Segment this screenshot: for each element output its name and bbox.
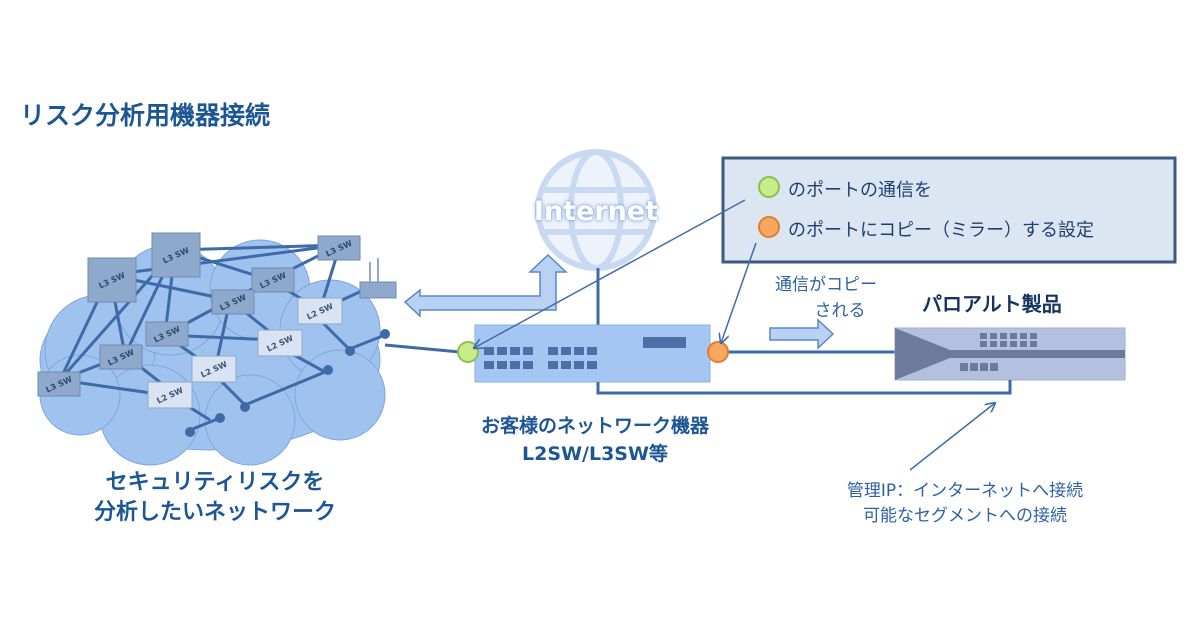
orange-port-legend-icon — [758, 216, 780, 238]
legend-orange-text: のポートにコピー（ミラー）する設定 — [788, 220, 1094, 241]
l3-switch-label-text: L3 SW — [258, 269, 288, 291]
access-point — [359, 258, 397, 299]
customer-device-sublabel: L2SW/L3SW等 — [522, 443, 668, 465]
management-pointer-arrow — [909, 403, 995, 471]
l2-switch-label: L2 SW — [148, 382, 192, 408]
l2-switch-label-text: L2 SW — [265, 332, 295, 354]
l3-switch-label: L3 SW — [88, 258, 136, 302]
l3-switches — [37, 232, 361, 397]
green-port-icon — [457, 341, 479, 363]
management-link — [596, 380, 1012, 395]
l3-switch-label-text: L3 SW — [97, 269, 127, 291]
page-title: リスク分析用機器接続 — [20, 101, 271, 130]
customer-device-label: お客様のネットワーク機器 — [480, 415, 710, 437]
legend-box — [721, 156, 1177, 264]
mgmt-label-line1: 管理IP：インターネットへ接続 — [846, 481, 1084, 501]
l3-switch-label-text: L3 SW — [106, 346, 136, 368]
orange-pointer-arrow — [721, 242, 757, 343]
copy-label-line1: 通信がコピー — [775, 275, 877, 295]
internet-access-arrow — [403, 253, 568, 318]
l2-switch-label-text: L2 SW — [155, 384, 185, 406]
l3-switch-label: L3 SW — [318, 236, 360, 260]
legend-green-text: のポートの通信を — [788, 180, 932, 201]
copy-arrow — [769, 318, 835, 350]
l2-switches — [147, 297, 343, 409]
internet-label: Internet — [533, 196, 659, 227]
lan-link — [384, 343, 461, 354]
mgmt-label-line2: 可能なセグメントへの接続 — [863, 506, 1067, 526]
paloalto-label: パロアルト製品 — [922, 292, 1062, 316]
l3-switch-label-text: L3 SW — [218, 291, 248, 313]
l2-switch-label-text: L2 SW — [199, 358, 229, 380]
l2-switch-label: L2 SW — [298, 298, 342, 324]
cloud-label-line2: 分析したいネットワーク — [93, 500, 337, 525]
orange-port-icon — [707, 341, 729, 363]
l3-switch-label-text: L3 SW — [161, 244, 191, 266]
l2-switch-label: L2 SW — [258, 330, 302, 356]
l2-switch-label-text: L2 SW — [305, 300, 335, 322]
l3-switch-label: L3 SW — [38, 372, 80, 396]
switch-ports — [484, 337, 686, 369]
l3-switch-label-text: L3 SW — [44, 373, 74, 395]
endpoint-nodes — [185, 329, 390, 437]
l3-switch-label-text: L3 SW — [324, 237, 354, 259]
green-port-legend-icon — [758, 176, 780, 198]
l2-switch-label: L2 SW — [192, 356, 236, 382]
cloud-label-line1: セキュリティリスクを — [105, 470, 325, 495]
l3-switch-label: L3 SW — [100, 345, 142, 369]
l3-switch-label: L3 SW — [252, 268, 294, 292]
l3-switch-label-text: L3 SW — [152, 323, 182, 345]
green-pointer-arrow — [474, 199, 746, 348]
l3-switch-label: L3 SW — [212, 290, 254, 314]
l3-switch-label: L3 SW — [146, 322, 188, 346]
paloalto-device — [894, 327, 1126, 381]
l3-switch-label: L3 SW — [152, 233, 200, 277]
copy-label-line2: される — [814, 301, 866, 321]
internet-globe-icon — [535, 149, 657, 271]
